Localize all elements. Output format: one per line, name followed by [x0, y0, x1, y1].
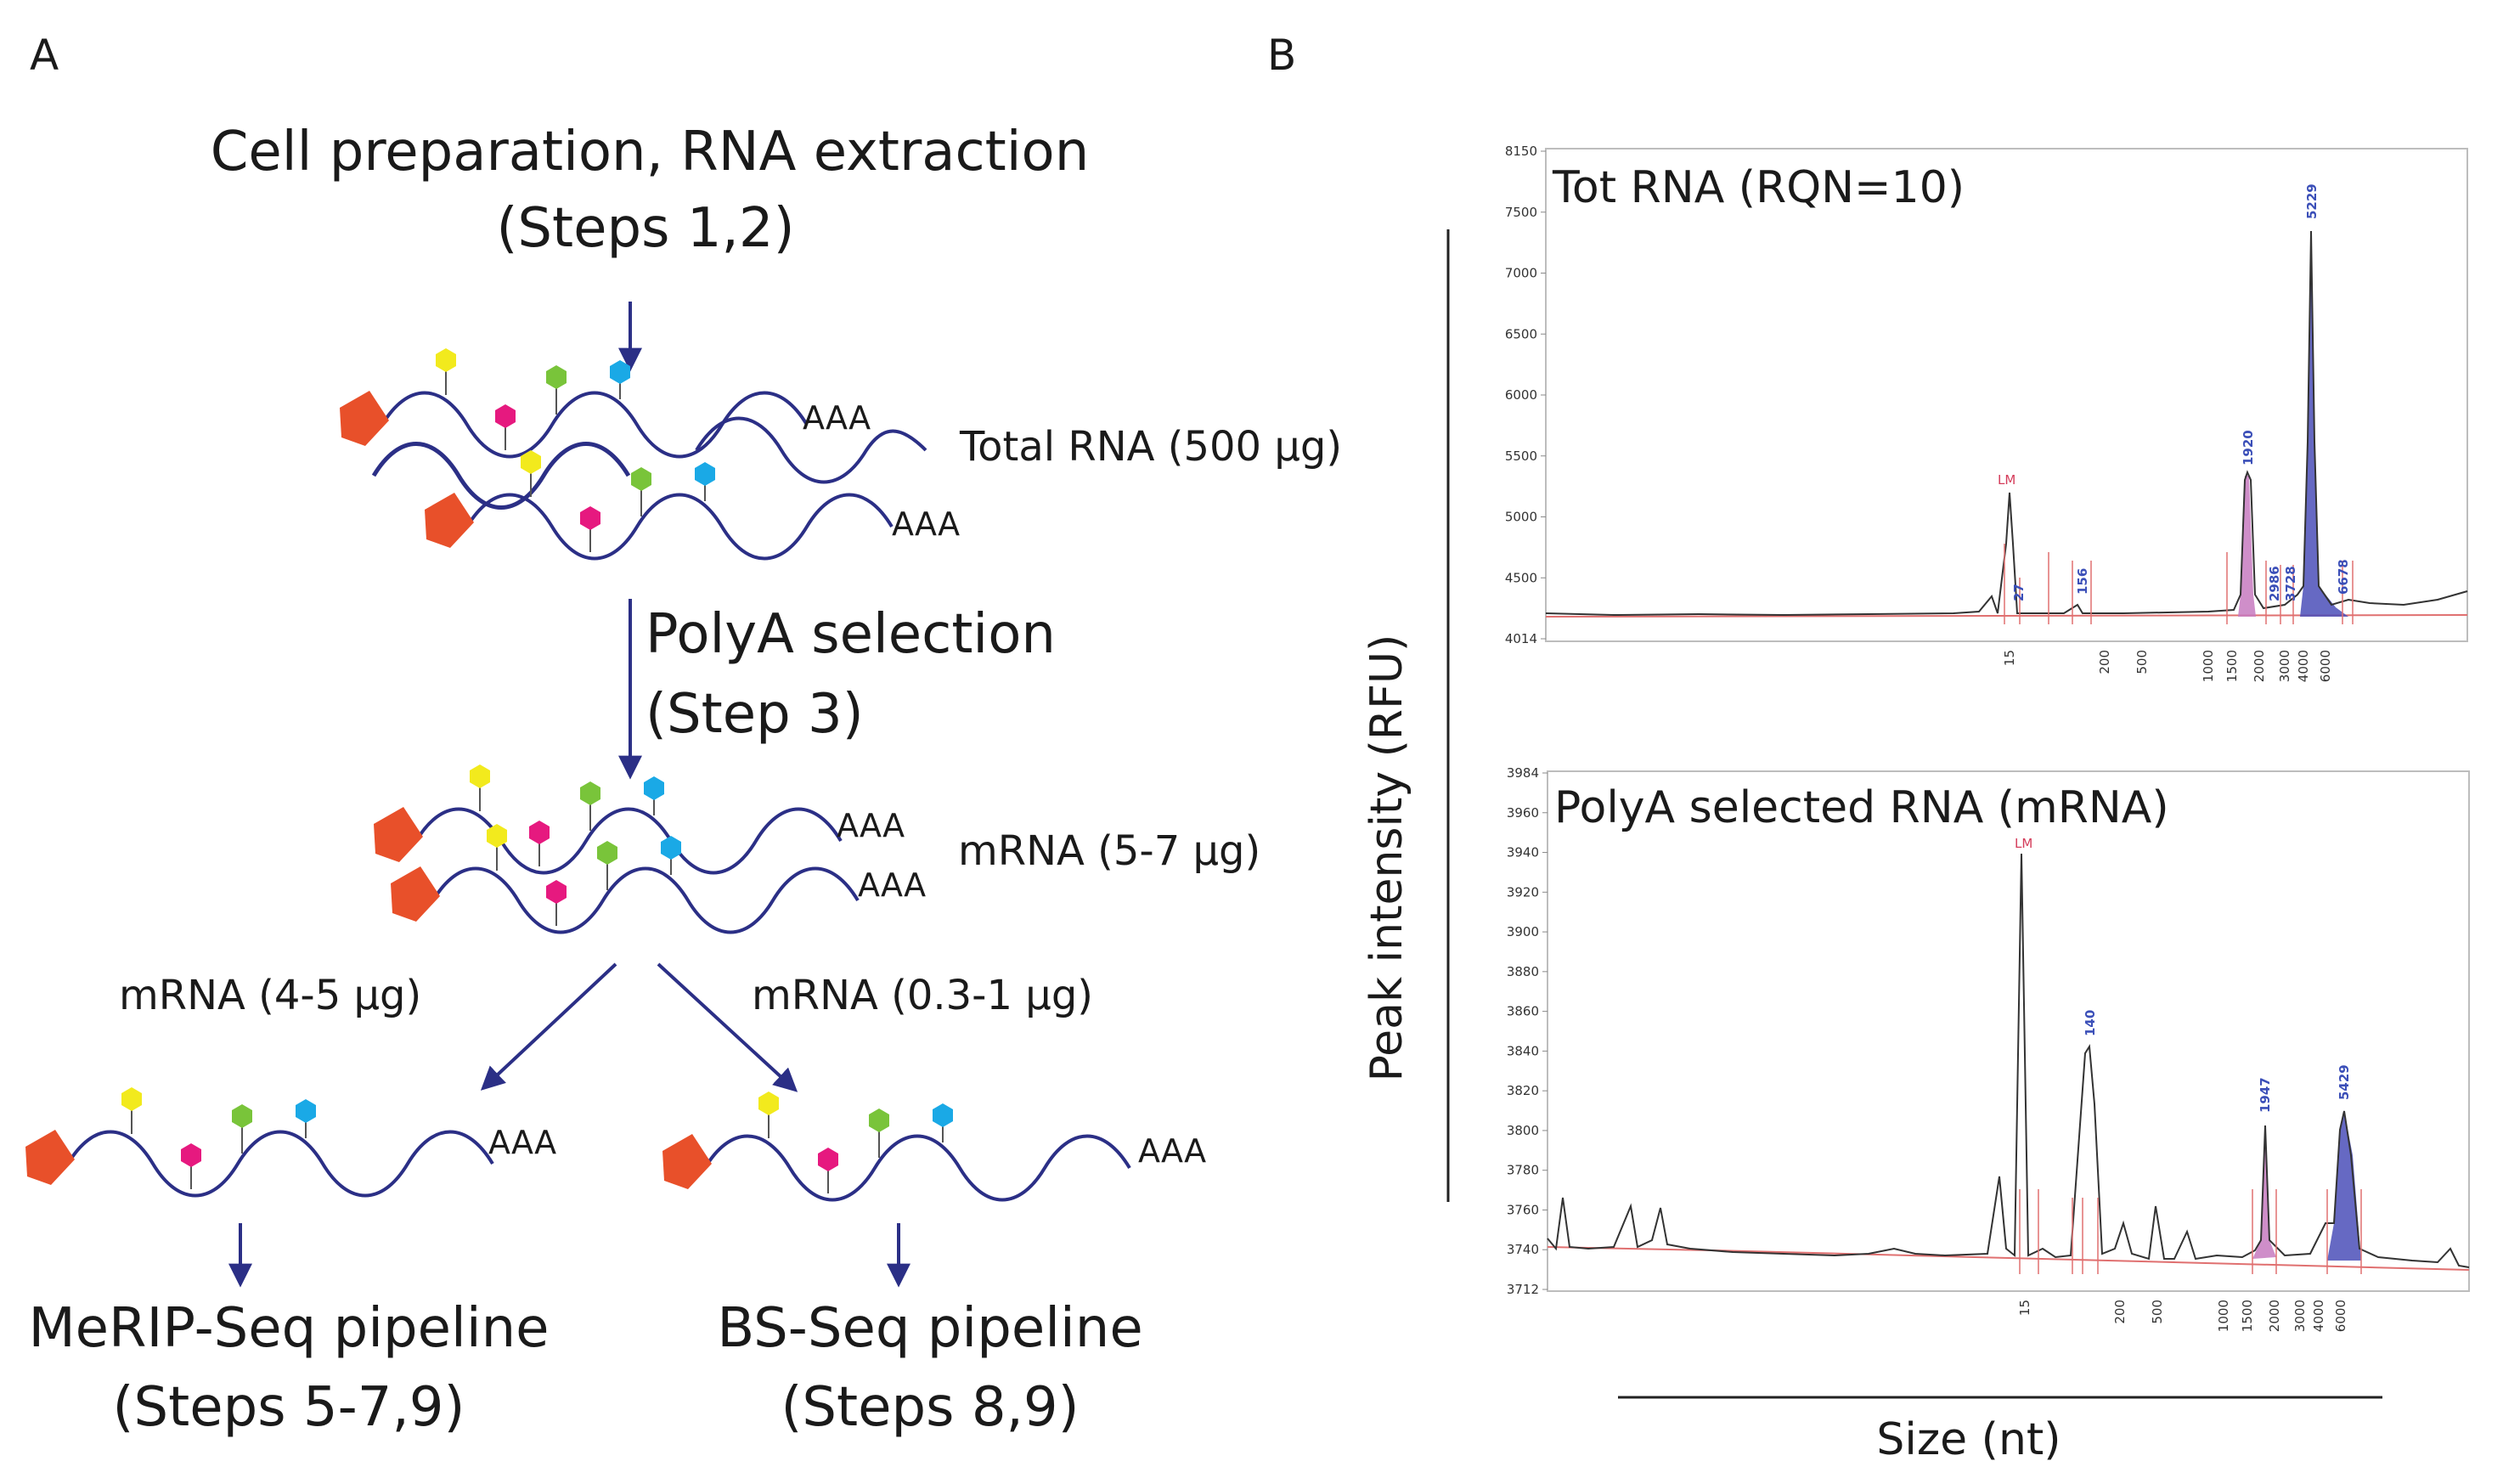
x-tick-label: 2000: [2252, 650, 2267, 682]
top-plot-title: Tot RNA (RQN=10): [1552, 162, 1965, 213]
bottom-trace: [1547, 853, 2470, 1268]
top-peak-27: 27: [2011, 584, 2027, 601]
polya-tail-4: AAA: [858, 866, 926, 904]
mrna-label: mRNA (5-7 µg): [958, 827, 1260, 875]
x-tick-label: 200: [2097, 650, 2112, 674]
y-tick-label: 3880: [1507, 964, 1539, 979]
left-pipeline-title: MeRIP-Seq pipeline: [28, 1297, 549, 1360]
polya-tail-6: AAA: [1138, 1132, 1206, 1170]
step1-steps: (Steps 1,2): [496, 197, 794, 260]
bsseq-molecule: [661, 1090, 1131, 1202]
y-tick-label: 3984: [1507, 765, 1539, 781]
y-tick-label: 5500: [1505, 448, 1537, 464]
y-tick-label: 3920: [1507, 884, 1539, 900]
polya-tail-2: AAA: [892, 505, 960, 543]
top-peak-2986: 2986: [2267, 566, 2282, 601]
x-tick-label: 200: [2112, 1300, 2128, 1324]
arrow-right-branch: [657, 962, 798, 1092]
bottom-ladder-label: LM: [2015, 836, 2032, 851]
top-peak-1920: 1920: [2241, 430, 2256, 465]
right-amount-label: mRNA (0.3-1 µg): [752, 972, 1093, 1019]
x-tick-label: 3000: [2292, 1300, 2308, 1332]
polya-tail-1: AAA: [803, 399, 871, 437]
x-tick-label: 6000: [2318, 650, 2333, 682]
polya-tail-5: AAA: [488, 1124, 556, 1161]
y-tick-label: 8150: [1505, 144, 1537, 159]
y-tick-label: 3740: [1507, 1242, 1539, 1257]
bottom-peak-140: 140: [2083, 1010, 2098, 1036]
bottom-electropherogram: PolyA selected RNA (mRNA) 39843960394039…: [1507, 765, 2470, 1332]
polya-steps: (Step 3): [646, 683, 864, 746]
x-tick-label: 15: [2017, 1300, 2032, 1316]
merip-molecule: [24, 1086, 494, 1198]
left-amount-label: mRNA (4-5 µg): [119, 972, 421, 1019]
y-tick-label: 3960: [1507, 805, 1539, 821]
x-tick-label: 2000: [2267, 1300, 2282, 1332]
y-tick-label: 6500: [1505, 326, 1537, 341]
bottom-peak-1947: 1947: [2258, 1077, 2273, 1113]
top-peak-3728: 3728: [2283, 566, 2298, 601]
y-axis-label: Peak intensity (RFU): [1361, 635, 1412, 1082]
y-tick-label: 3940: [1507, 845, 1539, 860]
top-plot-frame: [1545, 148, 2468, 642]
x-tick-label: 1000: [2216, 1300, 2231, 1332]
mrna-molecules: [372, 763, 860, 934]
y-tick-label: 3900: [1507, 924, 1539, 939]
y-tick-label: 7500: [1505, 205, 1537, 220]
top-trace: [1545, 230, 2468, 617]
y-tick-label: 4014: [1505, 631, 1537, 646]
total-rna-label: Total RNA (500 µg): [959, 423, 1342, 471]
y-tick-label: 3760: [1507, 1202, 1539, 1217]
y-tick-label: 3800: [1507, 1123, 1539, 1138]
y-tick-label: 6000: [1505, 387, 1537, 403]
x-tick-label: 3000: [2277, 650, 2292, 682]
y-tick-label: 5000: [1505, 510, 1537, 525]
left-pipeline-steps: (Steps 5-7,9): [113, 1376, 465, 1439]
total-rna-molecules: [338, 347, 927, 561]
bottom-plot-title: PolyA selected RNA (mRNA): [1554, 782, 2169, 833]
panel-a-label: A: [30, 31, 59, 80]
arrow-left-branch: [480, 962, 617, 1091]
bottom-y-ticks: 3984 3960 3940 3920 3900 3880 3860 3840 3820 3800…: [1507, 765, 1548, 1297]
top-peak-6678: 6678: [2336, 559, 2351, 595]
y-tick-label: 3712: [1507, 1282, 1539, 1297]
panel-b-label: B: [1267, 31, 1296, 80]
y-tick-label: 3840: [1507, 1043, 1539, 1058]
bottom-peak-5429: 5429: [2337, 1064, 2352, 1100]
polya-title: PolyA selection: [646, 603, 1056, 666]
x-tick-label: 1500: [2240, 1300, 2255, 1332]
bottom-plot-frame: [1547, 770, 2470, 1292]
y-tick-label: 7000: [1505, 266, 1537, 281]
x-axis-label: Size (nt): [1876, 1414, 2061, 1465]
x-tick-label: 500: [2150, 1300, 2165, 1324]
y-tick-label: 3780: [1507, 1163, 1539, 1178]
top-electropherogram: Tot RNA (RQN=10) 8150 7500 7000 6500 6000 550…: [1505, 144, 2468, 682]
y-tick-label: 3820: [1507, 1083, 1539, 1098]
x-tick-label: 6000: [2333, 1300, 2348, 1332]
right-pipeline-steps: (Steps 8,9): [781, 1376, 1079, 1439]
top-ladder-label: LM: [1998, 472, 2015, 488]
x-tick-label: 1500: [2224, 650, 2240, 682]
x-tick-label: 15: [2002, 650, 2017, 666]
x-tick-label: 4000: [2296, 650, 2311, 682]
x-tick-label: 1000: [2201, 650, 2216, 682]
y-tick-label: 3860: [1507, 1004, 1539, 1019]
right-pipeline-title: BS-Seq pipeline: [717, 1297, 1142, 1360]
top-y-ticks: 8150 7500 7000 6500 6000 5500 5000 4500 4014: [1505, 144, 1546, 646]
step1-title: Cell preparation, RNA extraction: [211, 121, 1090, 183]
y-tick-label: 4500: [1505, 570, 1537, 585]
top-peak-5229: 5229: [2304, 183, 2320, 219]
polya-tail-3: AAA: [837, 807, 905, 844]
x-tick-label: 500: [2134, 650, 2150, 674]
top-x-ticks: 15 200 500 1000 1500 2000 3000 4000 6000: [2002, 650, 2333, 682]
top-peak-156: 156: [2075, 568, 2090, 595]
x-tick-label: 4000: [2311, 1300, 2326, 1332]
